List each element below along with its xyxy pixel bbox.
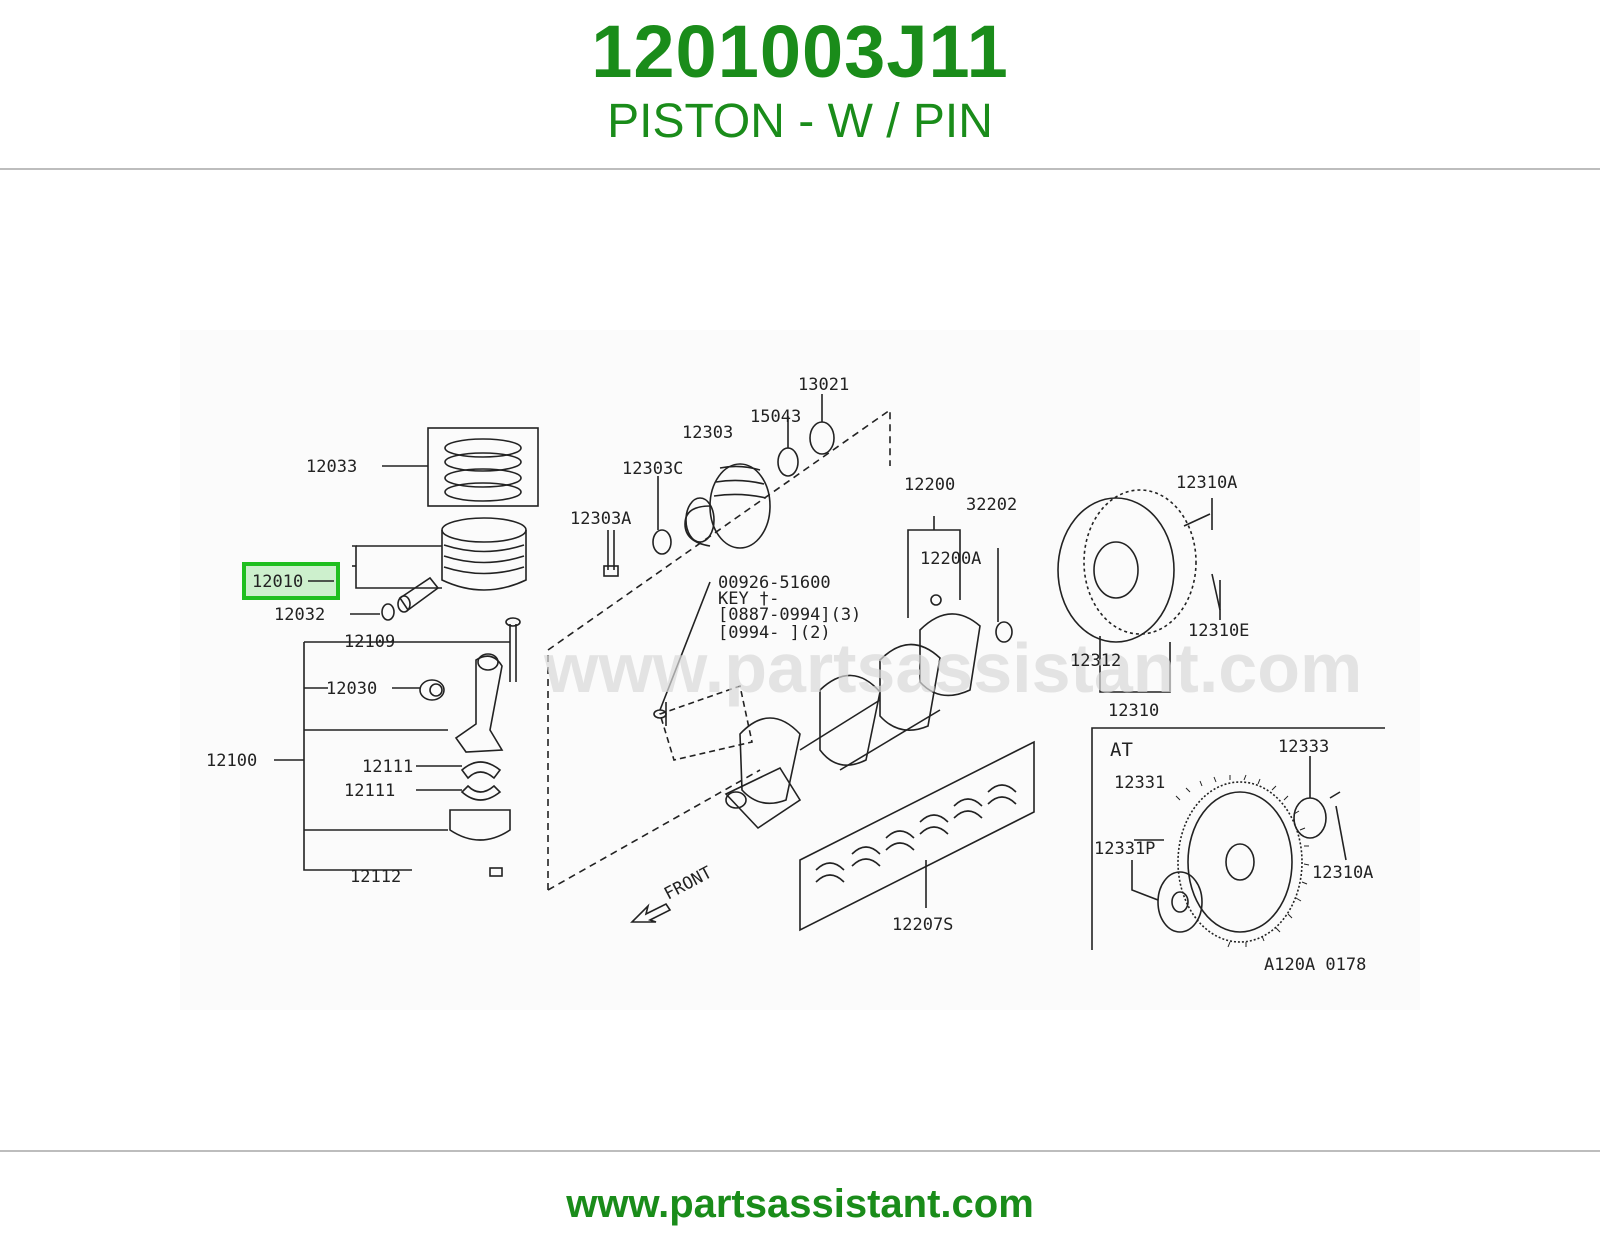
flywheel-mt: [1057, 497, 1175, 643]
callout-12331P: 12331P: [1094, 839, 1155, 859]
callout-12310A-bottom: 12310A: [1312, 863, 1373, 883]
callout-12100: 12100: [206, 751, 257, 771]
callout-12331: 12331: [1114, 773, 1165, 793]
piston-body: [441, 530, 527, 591]
callout-12312: 12312: [1070, 651, 1121, 671]
highlighted-part-callout[interactable]: 12010: [242, 562, 340, 600]
footer-website-link[interactable]: www.partsassistant.com: [566, 1182, 1034, 1226]
connecting-rod: [454, 655, 504, 753]
conrod-bearing-lower: [460, 784, 502, 801]
piston-ring-1: [444, 438, 522, 458]
key-note-line2: KEY †-: [718, 589, 779, 609]
main-bearings-box: [799, 740, 1035, 932]
callout-12200A: 12200A: [920, 549, 981, 569]
pilot-bushing: [995, 621, 1013, 643]
at-label: AT: [1110, 739, 1133, 761]
callout-12010: 12010: [252, 572, 303, 592]
piston-top: [441, 517, 527, 543]
conrod-bearing-upper: [460, 761, 502, 780]
callout-12200: 12200: [904, 475, 955, 495]
callout-32202: 32202: [966, 495, 1017, 515]
callout-12109: 12109: [344, 632, 395, 652]
callout-12111-lower: 12111: [344, 781, 395, 801]
header-divider: [0, 168, 1600, 170]
callout-12033: 12033: [306, 457, 357, 477]
callout-12207S: 12207S: [892, 915, 953, 935]
key-note-line3: [0887-0994](3): [718, 605, 861, 625]
figure-code: A120A 0178: [1264, 955, 1366, 975]
piston-ring-4: [444, 482, 522, 502]
header: 1201003J11 PISTON - W / PIN: [0, 0, 1600, 170]
key-note-line4: [0994- ](2): [718, 623, 831, 643]
callout-12111-upper: 12111: [362, 757, 413, 777]
piston-ring-3: [444, 468, 522, 488]
footer-divider: [0, 1150, 1600, 1152]
parts-diagram-svg: www.partsassistant.com 12033 12032 12109…: [206, 375, 1385, 975]
oil-pump-drive: [777, 447, 799, 477]
crank-sprocket: [809, 421, 835, 455]
reinforcement-plate: [1157, 871, 1203, 933]
callout-12303A: 12303A: [570, 509, 631, 529]
piston-rings-box: [427, 427, 539, 507]
front-arrow: [630, 902, 672, 923]
callout-12310: 12310: [1108, 701, 1159, 721]
part-description: PISTON - W / PIN: [607, 95, 993, 148]
front-label: FRONT: [661, 863, 716, 905]
bushing: [419, 679, 445, 701]
crankshaft-web: [819, 674, 881, 766]
callout-12310E: 12310E: [1188, 621, 1249, 641]
snap-ring: [381, 603, 395, 621]
callout-12333: 12333: [1278, 737, 1329, 757]
callout-15043: 15043: [750, 407, 801, 427]
piston-ring-2: [444, 452, 522, 472]
callout-12310A-top: 12310A: [1176, 473, 1237, 493]
callout-12030: 12030: [326, 679, 377, 699]
callout-12303C: 12303C: [622, 459, 683, 479]
watermark: www.partsassistant.com: [543, 629, 1362, 707]
crankshaft-snout: [724, 766, 802, 830]
key-note-line1: 00926-51600: [718, 573, 831, 593]
conrod-nut: [489, 867, 503, 877]
flywheel-bolt: [1183, 513, 1211, 527]
crank-pulley: [709, 463, 771, 549]
piston-pin: [398, 576, 440, 612]
callout-13021: 13021: [798, 375, 849, 395]
part-number-title: 1201003J11: [591, 10, 1009, 93]
conrod-cap: [449, 809, 511, 841]
callout-12303: 12303: [682, 423, 733, 443]
pulley-washer: [652, 529, 672, 555]
parts-diagram: www.partsassistant.com 12033 12032 12109…: [180, 330, 1420, 1010]
drive-plate-at: [1177, 781, 1303, 943]
drive-plate-spacer: [1293, 797, 1327, 839]
callout-12032: 12032: [274, 605, 325, 625]
callout-12112: 12112: [350, 867, 401, 887]
at-variant-box: [1091, 727, 1385, 950]
